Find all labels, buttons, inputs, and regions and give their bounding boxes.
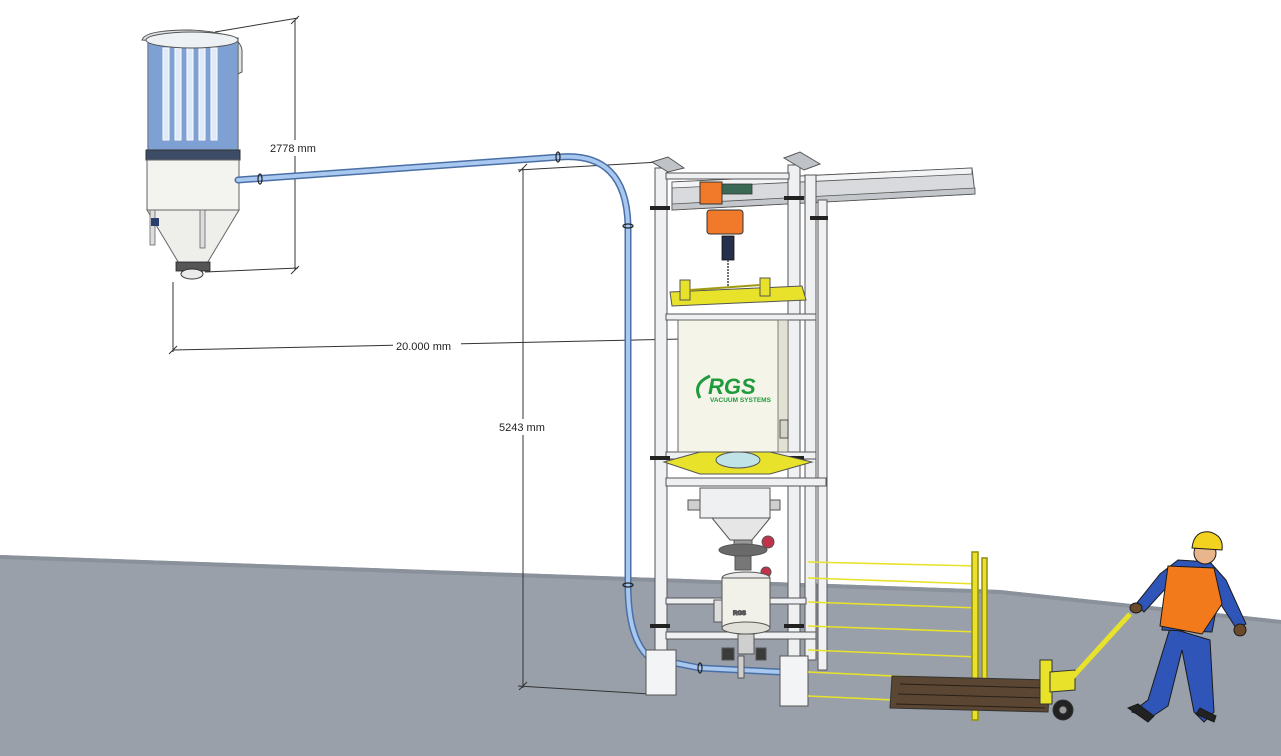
bag-lifting-frame: [669, 277, 807, 307]
dim-label-bg-3: [497, 419, 553, 435]
pallet-truck: [889, 612, 1132, 721]
logo-tagline: VACUUM SYSTEMS: [710, 397, 772, 404]
pipe-couplings: [257, 151, 703, 674]
electric-hoist: [699, 181, 753, 288]
conveying-pipe: [234, 151, 784, 676]
discharge-unit: [662, 451, 814, 578]
floor-edge: [0, 555, 1281, 624]
dim-label-silo-height: 2778 mm: [270, 143, 316, 155]
worker-figure: [1126, 531, 1247, 723]
dim-label-distance: 20.000 mm: [396, 341, 451, 353]
logo-swoosh: [696, 374, 711, 399]
dim-label-bg-2: [393, 338, 461, 354]
dim-label-station-height: 5243 mm: [499, 422, 545, 434]
logo-small: RGS: [733, 611, 746, 617]
transmitter-vessel: RGS: [713, 571, 771, 679]
receiver-silo: [141, 29, 243, 280]
big-bag: RGS VACUUM SYSTEMS: [677, 319, 789, 453]
floor: [0, 555, 1281, 756]
logo-brand: RGS: [708, 374, 756, 399]
dim-label-bg-1: [266, 140, 324, 156]
